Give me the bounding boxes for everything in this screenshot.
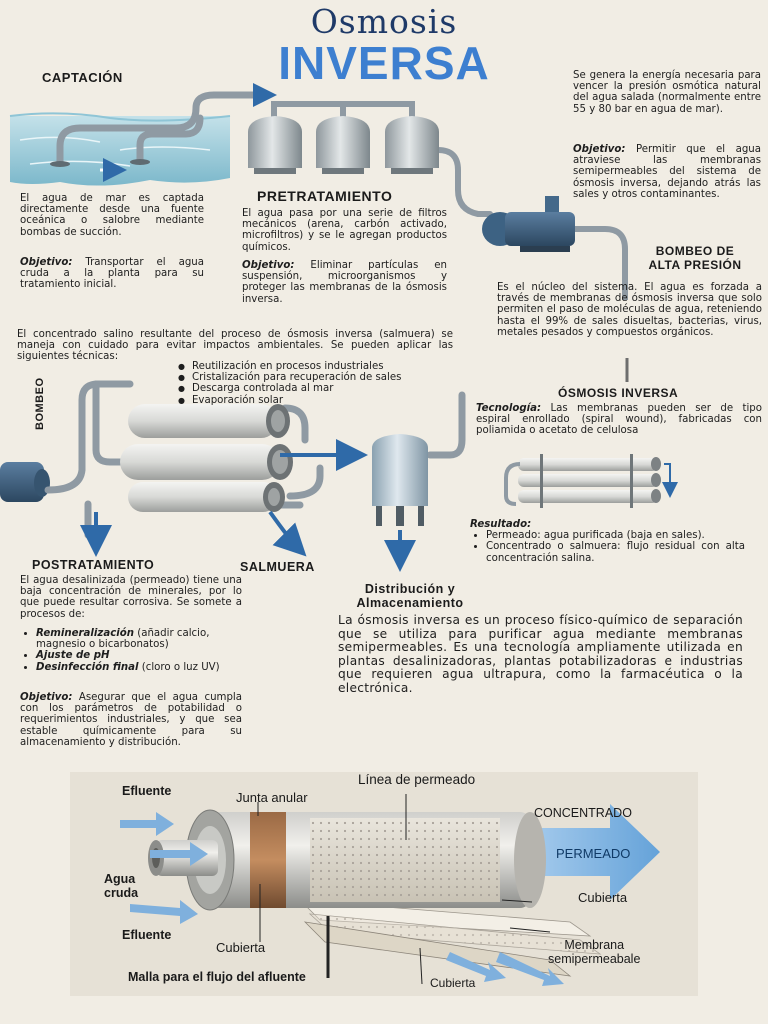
osmosis-result-item: Permeado: agua purificada (baja en sales… [486,530,745,541]
osmosis-intro: Es el núcleo del sistema. El agua es for… [497,282,762,338]
process-illustration [0,83,678,572]
diagram-label-agua-cruda-2: cruda [104,886,139,900]
osmosis-tech-label: Tecnología: [476,403,542,414]
diagram-label-linea: Línea de permeado [358,772,476,787]
postratamiento-heading: POSTRATAMIENTO [32,558,155,572]
high-pressure-pump [482,196,628,300]
salmuera-item: Evaporación solar [178,395,458,406]
bombeo-heading-line2: ALTA PRESIÓN [648,258,742,272]
salmuera-intro: El concentrado salino resultante del pro… [17,329,453,363]
bombeo-heading: BOMBEO DE ALTA PRESIÓN [630,244,760,272]
captacion-objective-label: Objetivo: [20,257,73,268]
distribucion-text: La ósmosis inversa es un proceso físico-… [338,613,743,695]
osmosis-result-item: Concentrado o salmuera: flujo residual c… [486,541,745,563]
distribucion-heading-line1: Distribución y [364,582,456,596]
filter-tanks [248,116,439,174]
vessel-pipes [44,380,466,539]
salmuera-list: Reutilización en procesos industriales C… [178,361,458,406]
captacion-text: El agua de mar es captada directamente d… [20,193,204,238]
bombeo-objective-label: Objetivo: [573,144,626,155]
pretratamiento-text: El agua pasa por una serie de filtros me… [242,208,447,253]
postratamiento-objective-text: Asegurar que el agua cumpla con los pará… [20,692,242,748]
postratamiento-item-text: (cloro o luz UV) [138,661,220,673]
osmosis-tech: Tecnología: Las membranas pueden ser de … [476,403,762,437]
intake-pipes [56,91,266,166]
booster-pump [0,462,50,502]
diagram-label-efluente-top: Efluente [122,784,172,798]
diagram-label-permeado: PERMEADO [556,846,631,861]
postratamiento-item-text: (añadir calcio, magnesio o bicarbonatos) [36,628,210,651]
postratamiento-objective: Objetivo: Asegurar que el agua cumpla co… [20,692,242,748]
pretratamiento-objective-label: Objetivo: [242,260,295,271]
diagram-label-agua-cruda-1: Agua [104,872,136,886]
postratamiento-intro: El agua desalinizada (permeado) tiene un… [20,575,242,620]
diagram-label-concentrado: CONCENTRADO [534,806,632,820]
osmosis-tech-text: Las membranas pueden ser de tipo espiral… [476,403,762,437]
pretreatment-manifold [271,101,493,217]
diagram-label-malla: Malla para el flujo del afluente [128,970,306,984]
diagram-label-efluente-bottom: Efluente [122,928,172,942]
pretratamiento-objective-text: Eliminar partículas en suspensión, micro… [242,260,447,305]
salmuera-item: Reutilización en procesos industriales [178,361,458,372]
postratamiento-objective-label: Objetivo: [20,692,73,703]
diagram-label-membrana: Membrana semipermeabale [548,938,640,966]
osmosis-result-label: Resultado: [470,519,532,530]
pressure-vessels [120,404,293,512]
diagram-label-cubierta-left: Cubierta [216,940,266,955]
pretratamiento-objective: Objetivo: Eliminar partículas en suspens… [242,260,447,305]
bombeo-objective: Objetivo: Permitir que el agua atraviese… [573,144,761,200]
postratamiento-item-label: Ajuste de pH [36,650,110,662]
storage-vessel [372,434,428,526]
postratamiento-item-label: Remineralización [36,628,134,639]
distribucion-heading: Distribución y Almacenamiento [340,582,480,610]
salmuera-item: Descarga controlada al mar [178,383,458,394]
osmosis-heading: ÓSMOSIS INVERSA [558,386,679,400]
captacion-description: El agua de mar es captada directamente d… [20,193,204,238]
bombeo-heading-line1: BOMBEO DE [655,244,735,258]
diagram-label-cubierta-bottom: Cubierta [430,976,476,990]
postratamiento-list: Remineralización (añadir calcio, magnesi… [20,628,242,673]
title-line2: INVERSA [278,37,490,89]
captacion-heading: CAPTACIÓN [42,70,123,85]
diagram-label-cubierta-right: Cubierta [578,890,628,905]
title-line1: Osmosis [310,2,458,41]
osmosis-result: Resultado: Permeado: agua purificada (ba… [470,519,745,564]
captacion-objective-text: Transportar el agua cruda a la planta pa… [20,257,204,291]
diagram-label-membrana-2: semipermeabale [548,952,641,966]
distribucion-heading-line2: Almacenamiento [356,596,464,610]
diagram-label-junta: Junta anular [236,790,308,805]
spiral-membranes-small [504,454,678,508]
salmuera-heading: SALMUERA [240,560,315,574]
postratamiento-item-label: Desinfección final [36,661,139,673]
osmosis-result-list: Permeado: agua purificada (baja en sales… [470,530,745,564]
postratamiento-item: Desinfección final (cloro o luz UV) [36,662,242,673]
diagram-label-membrana-1: Membrana [564,938,625,952]
postratamiento-item: Remineralización (añadir calcio, magnesi… [36,628,242,650]
captacion-objective: Objetivo: Transportar el agua cruda a la… [20,257,204,291]
bombeo-side-label: BOMBEO [34,377,46,431]
bombeo-intro: Se genera la energía necesaria para venc… [573,70,761,115]
bombeo-objective-text: Permitir que el agua atraviese las membr… [573,144,761,200]
pretratamiento-heading: PRETRATAMIENTO [257,188,393,204]
postratamiento-item: Ajuste de pH [36,650,242,661]
membrane-diagram-graphic [120,794,660,986]
diagram-label-agua-cruda: Agua cruda [104,872,138,900]
membrane-diagram: Efluente Junta anular Línea de permeado … [70,772,698,996]
salmuera-item: Cristalización para recuperación de sale… [178,372,458,383]
